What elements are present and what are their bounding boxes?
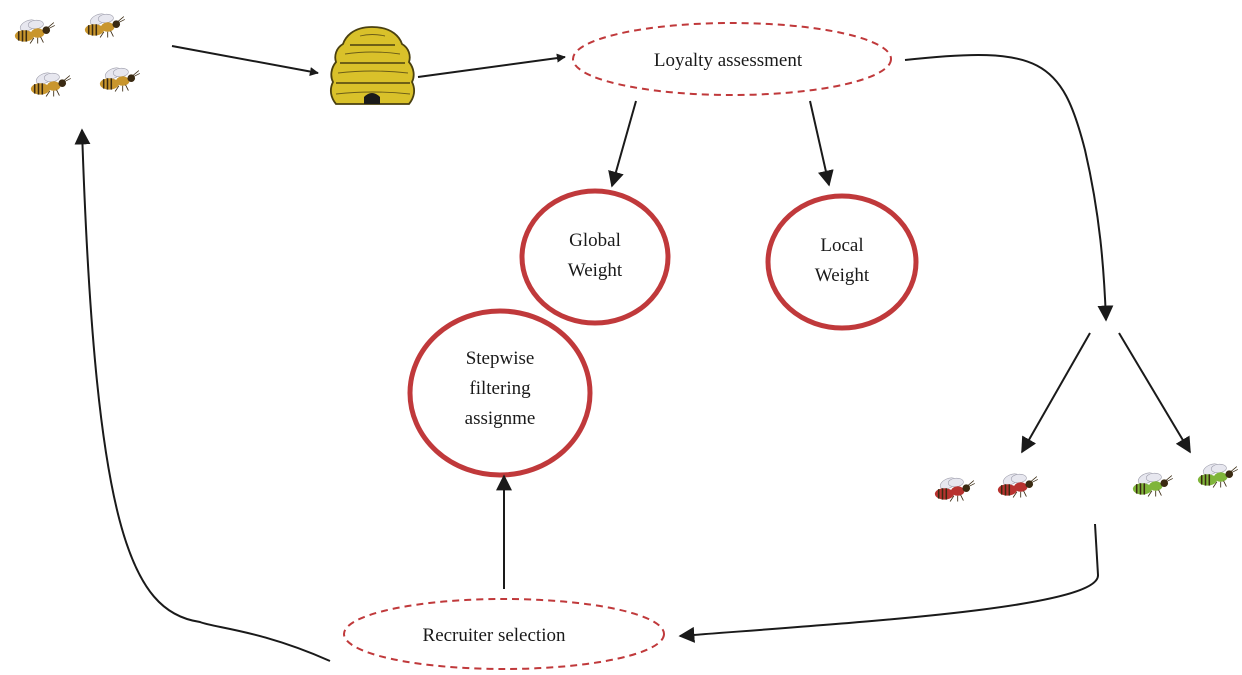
- loyalty-assessment-label: Loyalty assessment: [654, 50, 803, 71]
- red-bee-icon: [934, 470, 1039, 503]
- arrow-loyalty-to-split: [904, 54, 1114, 322]
- stepwise-line-3: assignme: [465, 408, 536, 429]
- green-bee-icon: [1132, 460, 1239, 498]
- arrow-recruiter-to-bees: [74, 128, 331, 662]
- red-bee: [997, 470, 1039, 499]
- global-weight-line-2: Weight: [568, 260, 623, 281]
- arrow-loyalty-to-local: [809, 100, 834, 187]
- arrow-bees-to-recruiter: [678, 523, 1100, 643]
- loyalty-assessment-node: Loyalty assessment: [572, 22, 892, 96]
- arrow-bees-to-hive: [171, 45, 319, 76]
- bee-icon: [99, 64, 141, 93]
- bee-icon: [14, 16, 56, 45]
- recruiter-selection-node: Recruiter selection: [343, 598, 665, 670]
- bee-icon: [30, 69, 72, 98]
- global-weight-line-1: Global: [569, 230, 621, 251]
- beehive-icon: [329, 26, 416, 105]
- arrow-hive-to-loyalty: [417, 53, 566, 78]
- local-weight-line-1: Local: [820, 235, 863, 256]
- red-bee: [934, 474, 976, 503]
- green-bee: [1197, 460, 1239, 489]
- stepwise-line-1: Stepwise: [466, 348, 535, 369]
- arrow-split-to-red: [1021, 332, 1091, 454]
- local-weight-node: Local Weight: [765, 193, 919, 331]
- green-bee: [1132, 469, 1174, 498]
- recruiter-selection-label: Recruiter selection: [423, 625, 566, 646]
- stepwise-line-2: filtering: [469, 378, 531, 399]
- local-weight-line-2: Weight: [815, 265, 870, 286]
- arrow-split-to-green: [1118, 332, 1191, 454]
- bee-icon: [84, 10, 126, 39]
- arrow-loyalty-to-global: [608, 100, 637, 188]
- stepwise-filtering-node: Stepwise filtering assignme: [407, 308, 593, 478]
- bee-group-icon: [14, 10, 141, 98]
- global-weight-node: Global Weight: [519, 188, 671, 326]
